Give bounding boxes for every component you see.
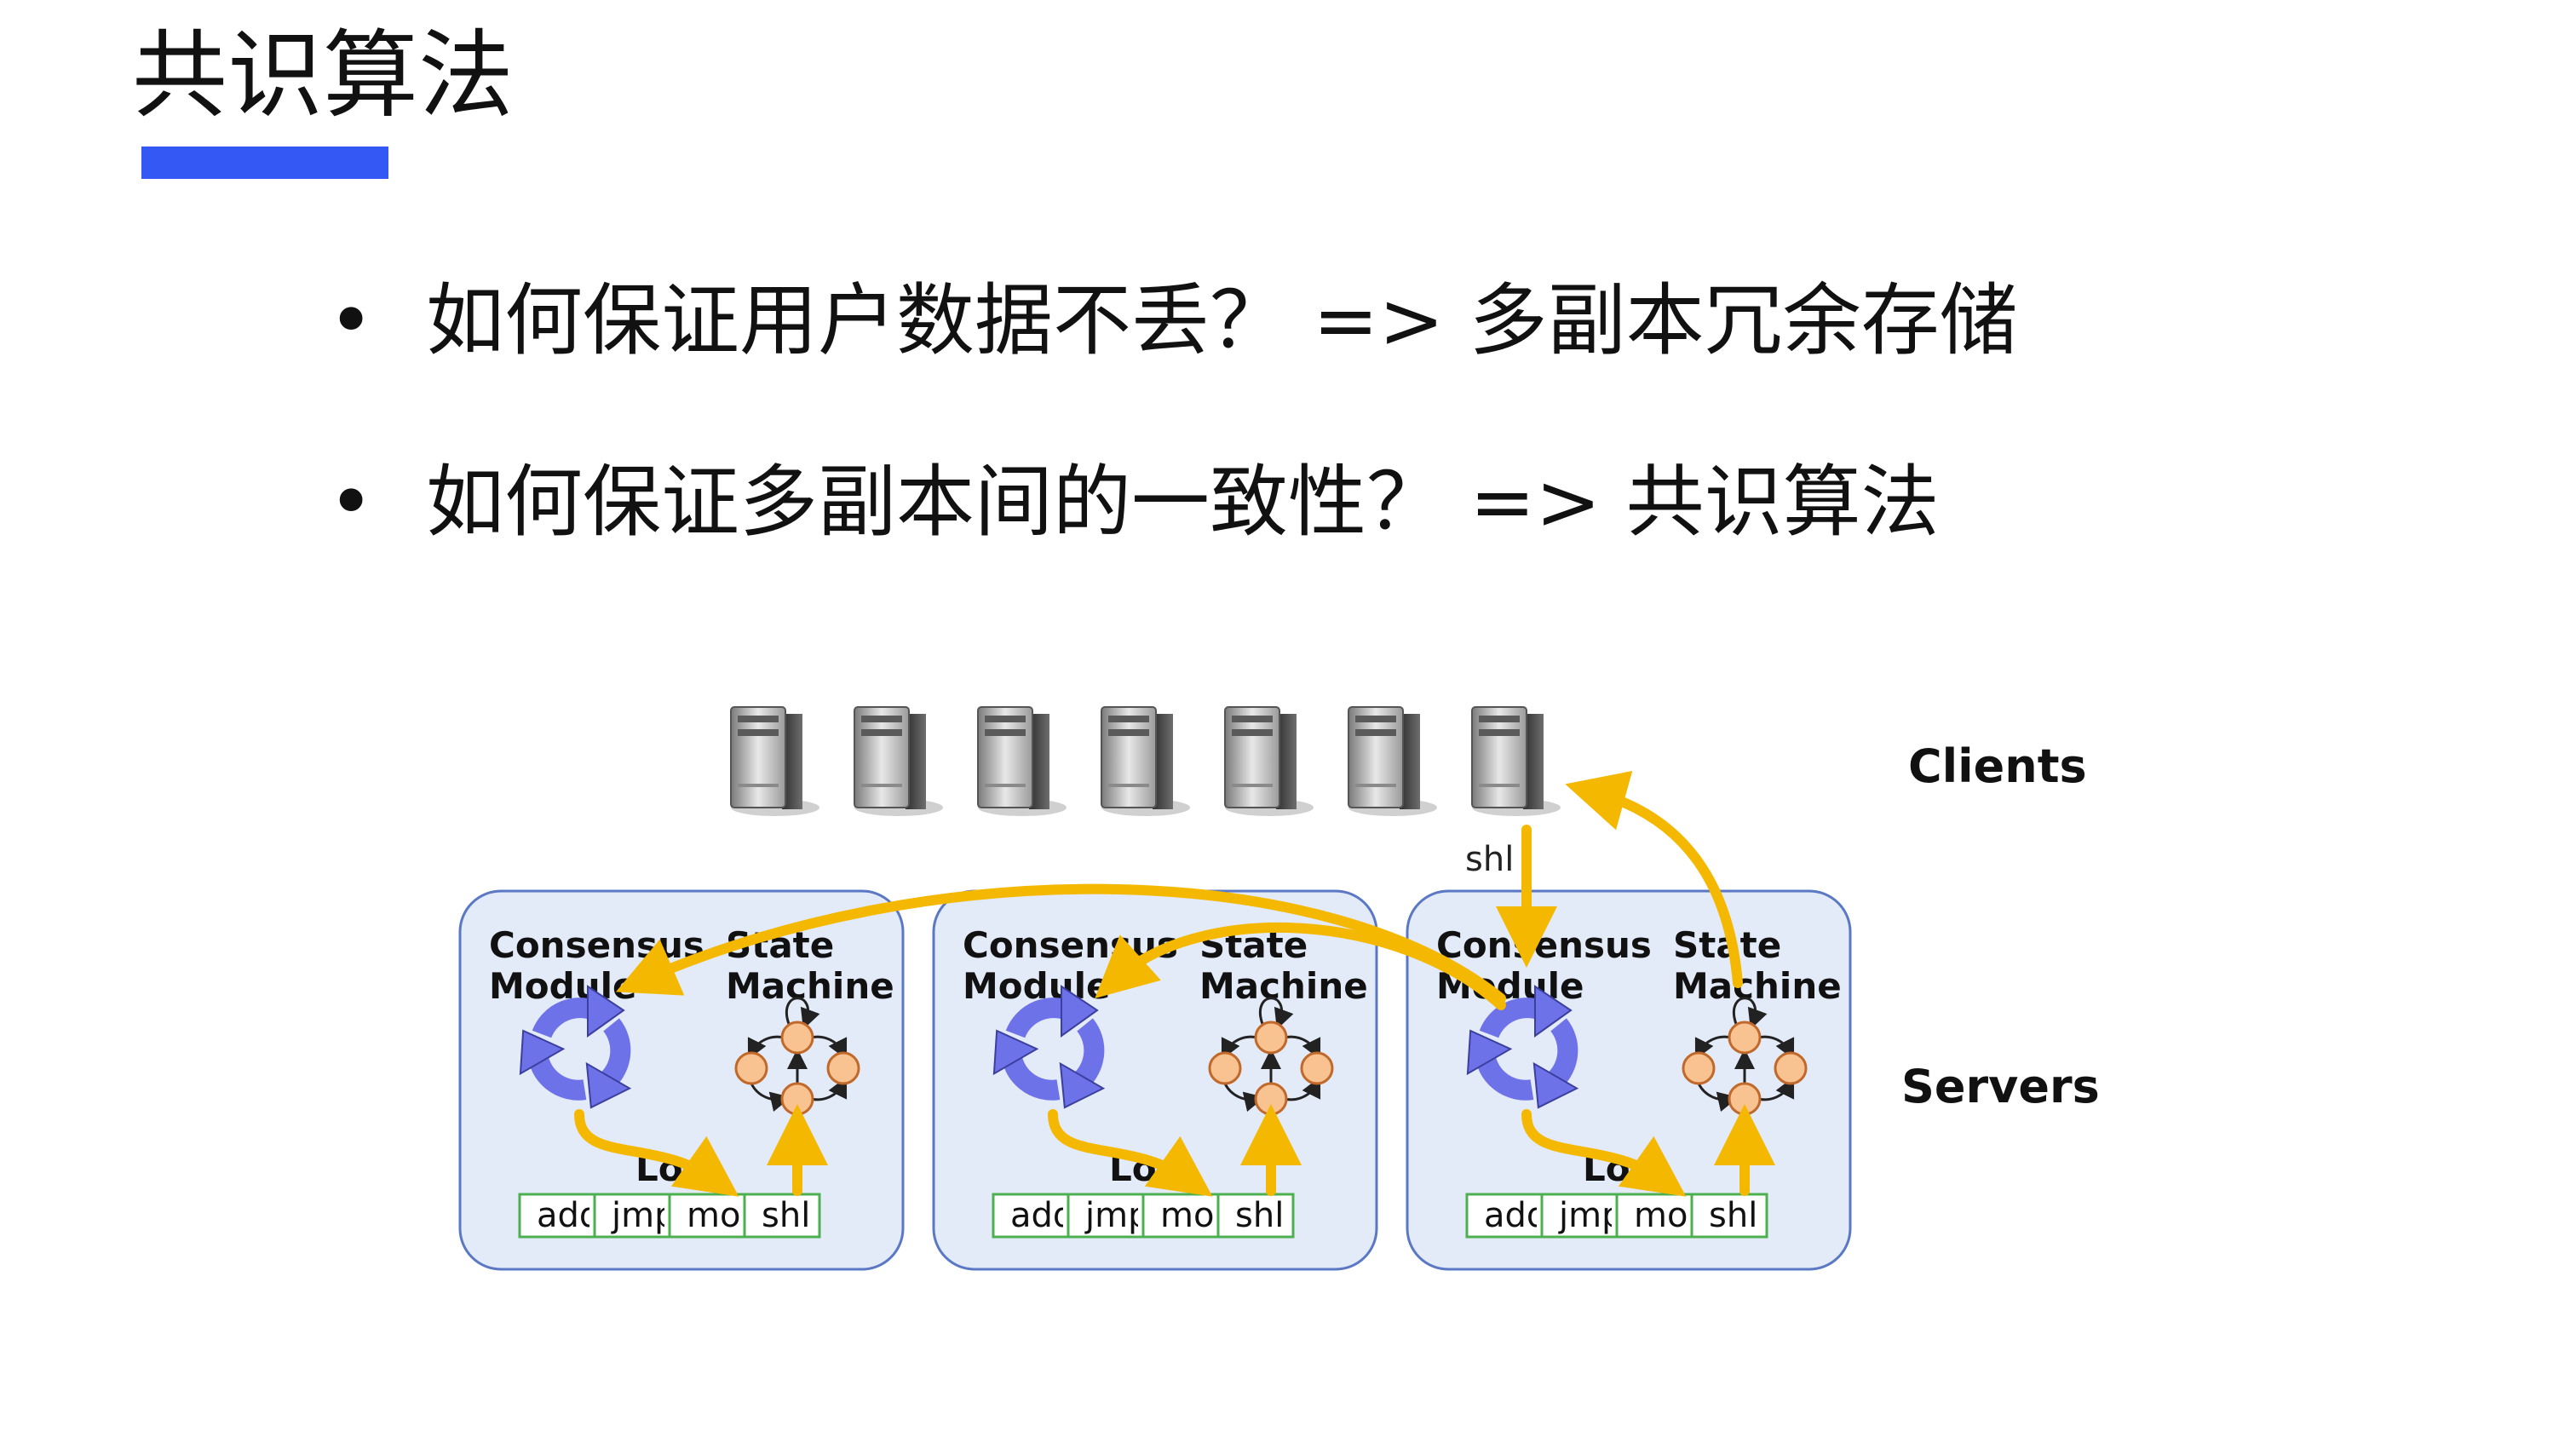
client-computer-icon: [977, 706, 1067, 816]
log-entry-label: add: [1484, 1196, 1548, 1235]
consensus-to-log-arrow: [1521, 1109, 1687, 1197]
title-underline-bar: [141, 147, 388, 179]
bullet-item: • 如何保证用户数据不丢？ => 多副本冗余存储: [328, 274, 2018, 368]
consensus-cycle-icon: [1466, 985, 1579, 1109]
bullet-text: 如何保证多副本间的一致性？ => 共识算法: [426, 457, 1940, 548]
bullet-marker: •: [328, 275, 375, 366]
consensus-module-label: Consensus: [1436, 924, 1652, 966]
log-entry-label: jmp: [1558, 1196, 1623, 1235]
client-computer-icon: [1101, 706, 1190, 816]
log-entry: add: [518, 1193, 601, 1239]
consensus-cycle-icon: [519, 985, 632, 1109]
consensus-cycle-icon: [992, 985, 1106, 1109]
consensus-module-label: Module: [963, 965, 1111, 1007]
log-entry-label: shl: [762, 1196, 810, 1235]
response-to-client-arrow: [1565, 770, 1743, 988]
log-entry: mov: [1141, 1193, 1234, 1239]
bullet-marker: •: [328, 457, 375, 548]
client-request-label: shl: [1465, 840, 1514, 879]
client-computer-icon: [730, 706, 819, 816]
consensus-to-log-arrow: [574, 1109, 739, 1197]
clients-label: Clients: [1908, 739, 2087, 793]
log-entry-label: mov: [1160, 1196, 1234, 1235]
servers-label: Servers: [1901, 1060, 2100, 1113]
log-entry: shl: [1216, 1193, 1295, 1239]
client-computer-icon: [854, 706, 943, 816]
log-entry-label: jmp: [611, 1196, 676, 1235]
log-entry-label: shl: [1709, 1196, 1757, 1235]
log-entry-label: shl: [1235, 1196, 1284, 1235]
client-computer-icon: [1471, 706, 1561, 816]
log-entry: shl: [743, 1193, 821, 1239]
state-machine-label: Machine: [726, 965, 894, 1007]
state-machine-label: Machine: [1673, 965, 1842, 1007]
log-entry-label: jmp: [1084, 1196, 1149, 1235]
state-machine-graph-icon: [1682, 997, 1808, 1116]
replication-arrows: [615, 770, 1743, 1010]
log-entry-label: mov: [1634, 1196, 1708, 1235]
clients-row: [730, 706, 1561, 816]
bullet-item: • 如何保证多副本间的一致性？ => 共识算法: [328, 456, 1940, 549]
consensus-to-log-arrow: [1048, 1109, 1213, 1197]
log-entry: shl: [1690, 1193, 1768, 1239]
state-machine-label: Machine: [1199, 965, 1368, 1007]
log-entry: add: [1465, 1193, 1548, 1239]
slide-title: 共识算法: [132, 20, 514, 131]
log-entry-label: mov: [687, 1196, 761, 1235]
replicate-to-server-2-arrow: [1095, 922, 1506, 1010]
bullet-text: 如何保证用户数据不丢？ => 多副本冗余存储: [426, 275, 2018, 366]
client-computer-icon: [1348, 706, 1437, 816]
replicate-to-server-1-arrow: [615, 883, 1506, 1003]
title-underline: [141, 147, 388, 179]
log-entry: add: [992, 1193, 1074, 1239]
log-entry: jmp: [1067, 1193, 1149, 1239]
consensus-module-label: Module: [489, 965, 637, 1007]
client-computer-icon: [1224, 706, 1314, 816]
consensus-module-label: Consensus: [489, 924, 704, 966]
log-entry-label: add: [537, 1196, 601, 1235]
log-entry: jmp: [1540, 1193, 1623, 1239]
log-entry: jmp: [593, 1193, 676, 1239]
log-entry-label: add: [1010, 1196, 1074, 1235]
log-entry: mov: [668, 1193, 761, 1239]
